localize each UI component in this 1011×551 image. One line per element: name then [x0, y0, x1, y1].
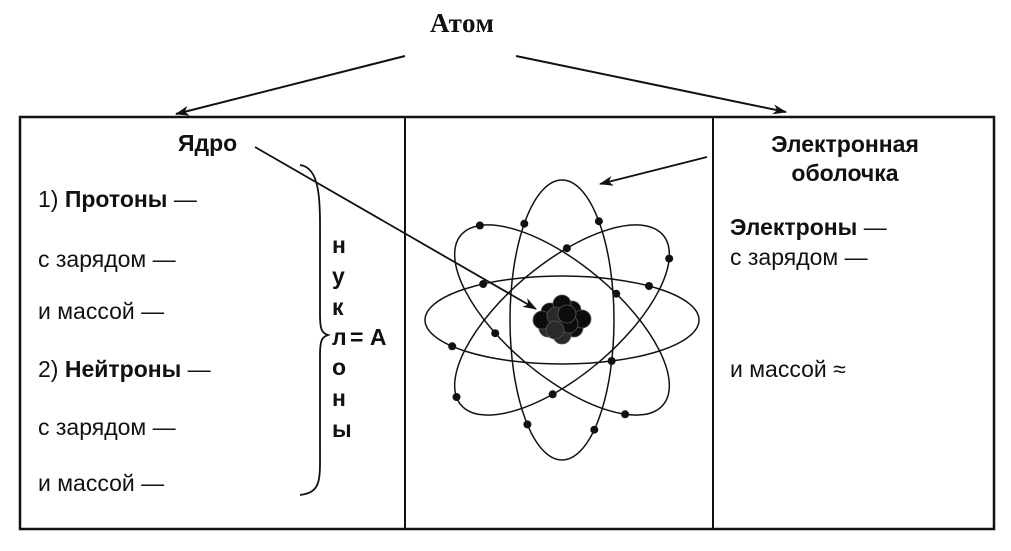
nucleus-cluster — [532, 294, 592, 345]
electron-dot — [448, 342, 457, 351]
title: Атом — [430, 8, 495, 38]
nucleons-letter-7: ы — [332, 416, 352, 442]
electron-dot — [452, 393, 461, 401]
neutron-mass: и массой — — [38, 470, 165, 496]
arrow-to-shell — [515, 55, 787, 115]
neutrons-number: 2) — [38, 356, 59, 382]
electron-charge: с зарядом — — [730, 244, 868, 270]
curly-brace — [299, 164, 331, 496]
electron-dot — [491, 329, 500, 338]
orbit-tilted-right — [453, 224, 671, 416]
neutrons-line: 2) Нейтроны — — [38, 356, 211, 383]
electron-dot — [479, 280, 488, 288]
protons-number: 1) — [38, 186, 59, 212]
electron-dot — [665, 254, 674, 263]
table-frame — [18, 115, 996, 531]
electron-dot — [523, 420, 532, 429]
shell-heading-line1: Электронная — [771, 131, 919, 157]
arrow-to-nucleus — [175, 55, 406, 116]
electrons — [448, 217, 674, 434]
neutrons-dash: — — [187, 356, 211, 382]
electron-dot — [548, 390, 557, 399]
orbit-vertical — [509, 179, 615, 461]
nucleons-letter-3: к — [332, 294, 344, 320]
arrow-nucleus-label — [254, 146, 537, 310]
nucleons-letter-1: н — [332, 232, 346, 258]
protons-line: 1) Протоны — — [38, 186, 197, 213]
nucleon-blob — [545, 320, 565, 340]
protons-name: Протоны — [64, 186, 168, 212]
nucleons-equation: = А — [350, 324, 387, 350]
neutron-charge: с зарядом — — [38, 414, 176, 440]
electron-dot — [520, 219, 529, 228]
electron-mass: и массой ≈ — [730, 356, 846, 382]
nucleus-heading: Ядро — [178, 130, 238, 156]
electron-dot — [645, 282, 653, 290]
electron-dot — [475, 221, 484, 230]
electrons-name: Электроны — [730, 214, 858, 240]
electrons-line: Электроны — — [730, 214, 887, 241]
neutrons-name: Нейтроны — [64, 356, 182, 382]
nucleon-blob — [557, 304, 577, 324]
electron-dot — [621, 410, 630, 419]
electron-dot — [562, 244, 571, 253]
shell-heading-line2: оболочка — [791, 160, 899, 186]
nucleons-letter-5: о — [332, 354, 347, 380]
nucleons-letter-2: у — [332, 263, 345, 289]
proton-mass: и массой — — [38, 298, 165, 324]
nucleons-letter-4: л — [332, 324, 347, 350]
electron-dot — [607, 357, 616, 365]
arrow-shell-label — [599, 156, 708, 186]
shell-heading: Электронная оболочка — [730, 130, 960, 188]
protons-dash: — — [173, 186, 197, 212]
orbit-horizontal — [424, 275, 700, 365]
electron-dot — [590, 425, 599, 434]
electron-dot — [594, 217, 603, 226]
electrons-dash: — — [863, 214, 887, 240]
nucleons-letter-6: н — [332, 385, 346, 411]
proton-charge: с зарядом — — [38, 246, 176, 272]
orbit-tilted-left — [453, 224, 671, 416]
electron-dot — [612, 289, 621, 298]
atom-illustration — [424, 179, 700, 461]
